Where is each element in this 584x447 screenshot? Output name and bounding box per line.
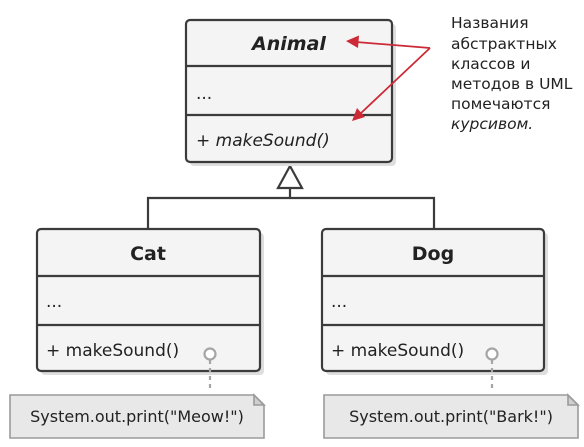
note-cat-body xyxy=(9,394,265,439)
annotation-arrowhead-class-name-icon xyxy=(346,35,359,48)
note-dog-fold-icon xyxy=(567,393,580,406)
note-connector-dog xyxy=(485,347,499,392)
class-dog-box xyxy=(320,227,546,373)
class-cat-method: + makeSound() xyxy=(46,341,179,361)
annotation-arrows xyxy=(346,35,431,121)
class-animal-box xyxy=(184,18,394,164)
note-dog[interactable]: System.out.print("Bark!") xyxy=(323,393,580,439)
note-connector-cat xyxy=(203,347,217,392)
class-animal-name: Animal xyxy=(250,33,326,55)
generalization-line-dog xyxy=(290,196,436,229)
class-animal-method: + makeSound() xyxy=(196,131,330,151)
generalization-line-cat xyxy=(146,196,290,229)
annotation-line-1: Названия xyxy=(451,14,529,32)
class-cat-box xyxy=(35,227,262,373)
note-cat-text: System.out.print("Meow!") xyxy=(30,407,244,426)
class-dog-fields: ... xyxy=(331,292,347,312)
annotation-arrowhead-method-icon xyxy=(352,108,365,121)
annotation-line-2: абстрактных xyxy=(451,35,557,53)
class-dog[interactable]: Dog ... + makeSound() xyxy=(320,227,548,375)
inheritance-edges xyxy=(146,163,436,229)
note-cat[interactable]: System.out.print("Meow!") xyxy=(9,393,266,439)
class-cat-name: Cat xyxy=(130,243,166,265)
generalization-triangle-icon xyxy=(276,163,304,190)
class-dog-name: Dog xyxy=(412,243,454,265)
note-dog-body xyxy=(323,394,579,439)
annotation-line-3: классов и xyxy=(451,55,530,73)
annotation-line-5: помечаются xyxy=(451,95,550,113)
note-anchor-dog-icon xyxy=(485,347,499,361)
annotation-arrow-to-method xyxy=(359,47,431,115)
class-animal[interactable]: Animal ... + makeSound() xyxy=(184,18,396,166)
note-anchor-cat-icon xyxy=(203,347,217,361)
note-dog-text: System.out.print("Bark!") xyxy=(349,407,553,426)
class-animal-fields: ... xyxy=(196,84,212,104)
class-dog-method: + makeSound() xyxy=(331,341,464,361)
annotation-note: Названия абстрактных классов и методов в… xyxy=(451,14,573,133)
class-cat[interactable]: Cat ... + makeSound() xyxy=(35,227,264,375)
annotation-arrow-to-class-name xyxy=(355,41,431,49)
class-cat-fields: ... xyxy=(46,292,62,312)
annotation-line-6: курсивом. xyxy=(451,115,533,133)
note-cat-fold-icon xyxy=(253,393,266,406)
annotation-line-4: методов в UML xyxy=(451,75,573,93)
